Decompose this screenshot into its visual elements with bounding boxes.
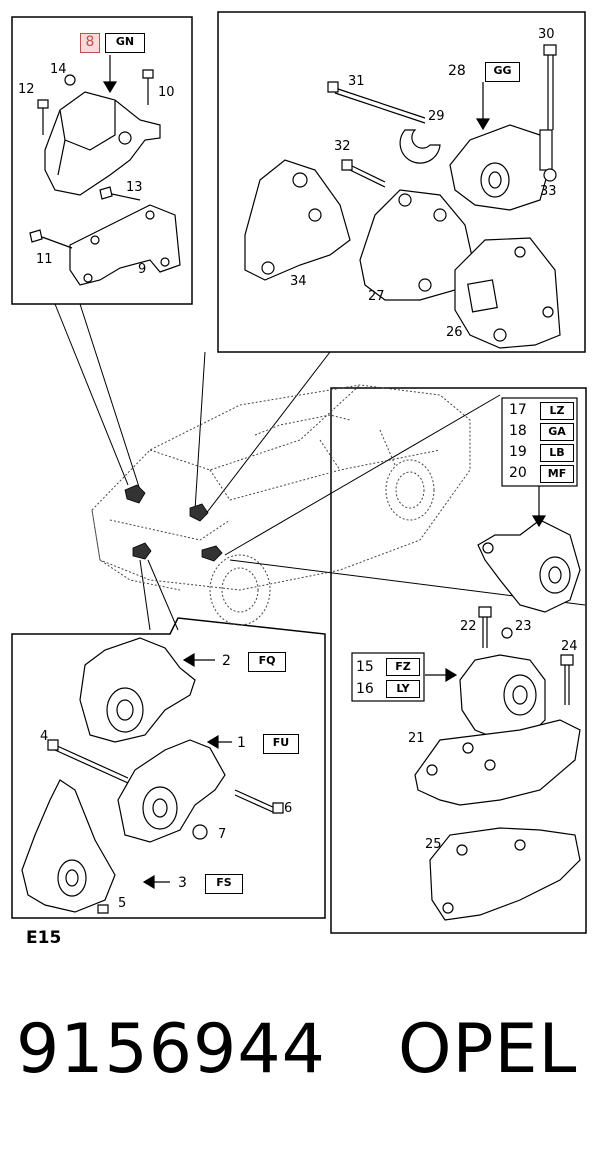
callout-code-28: GG bbox=[485, 62, 520, 82]
part-number: 9156944 bbox=[16, 1010, 326, 1089]
callout-ref-8: 8 bbox=[80, 33, 100, 53]
part-number-30: 30 bbox=[538, 27, 555, 42]
part-number-26: 26 bbox=[446, 325, 463, 340]
panel-top-right bbox=[217, 11, 586, 353]
callout-ref-17: 17 bbox=[509, 402, 527, 418]
part-number-11: 11 bbox=[36, 252, 53, 267]
brand: OPEL bbox=[398, 1010, 578, 1089]
panel-right bbox=[330, 387, 587, 934]
callout-code-18: GA bbox=[540, 423, 574, 441]
callout-code-1: FU bbox=[263, 734, 299, 754]
callout-ref-2: 2 bbox=[222, 653, 231, 669]
part-number-9: 9 bbox=[138, 262, 147, 277]
part-number-7: 7 bbox=[218, 827, 227, 842]
part-number-27: 27 bbox=[368, 289, 385, 304]
callout-ref-16: 16 bbox=[356, 681, 374, 697]
callout-ref-1: 1 bbox=[237, 735, 246, 751]
part-number-29: 29 bbox=[428, 109, 445, 124]
callout-code-19: LB bbox=[540, 444, 574, 462]
callout-code-2: FQ bbox=[248, 652, 286, 672]
callout-code-20: MF bbox=[540, 465, 574, 483]
part-number-33: 33 bbox=[540, 184, 557, 199]
part-number-24: 24 bbox=[561, 639, 578, 654]
part-number-10: 10 bbox=[158, 85, 175, 100]
callout-ref-28: 28 bbox=[448, 63, 466, 79]
part-number-6: 6 bbox=[284, 801, 293, 816]
part-number-21: 21 bbox=[408, 731, 425, 746]
part-number-22: 22 bbox=[460, 619, 477, 634]
part-number-31: 31 bbox=[348, 74, 365, 89]
part-number-5: 5 bbox=[118, 896, 127, 911]
part-number-4: 4 bbox=[40, 729, 49, 744]
callout-ref-19: 19 bbox=[509, 444, 527, 460]
part-number-12: 12 bbox=[18, 82, 35, 97]
part-number-14: 14 bbox=[50, 62, 67, 77]
section-code: E15 bbox=[26, 928, 62, 948]
callout-ref-3: 3 bbox=[178, 875, 187, 891]
callout-ref-15: 15 bbox=[356, 659, 374, 675]
callout-code-17: LZ bbox=[540, 402, 574, 420]
panel-top-left bbox=[11, 16, 193, 305]
callout-ref-18: 18 bbox=[509, 423, 527, 439]
callout-code-16: LY bbox=[386, 680, 420, 698]
part-number-13: 13 bbox=[126, 180, 143, 195]
callout-code-15: FZ bbox=[386, 658, 420, 676]
part-number-25: 25 bbox=[425, 837, 442, 852]
callout-code-8: GN bbox=[105, 33, 145, 53]
callout-code-3: FS bbox=[205, 874, 243, 894]
part-number-32: 32 bbox=[334, 139, 351, 154]
panel-bottom-left bbox=[11, 617, 326, 919]
callout-ref-20: 20 bbox=[509, 465, 527, 481]
car-outline bbox=[91, 384, 471, 626]
part-number-34: 34 bbox=[290, 274, 307, 289]
part-number-23: 23 bbox=[515, 619, 532, 634]
